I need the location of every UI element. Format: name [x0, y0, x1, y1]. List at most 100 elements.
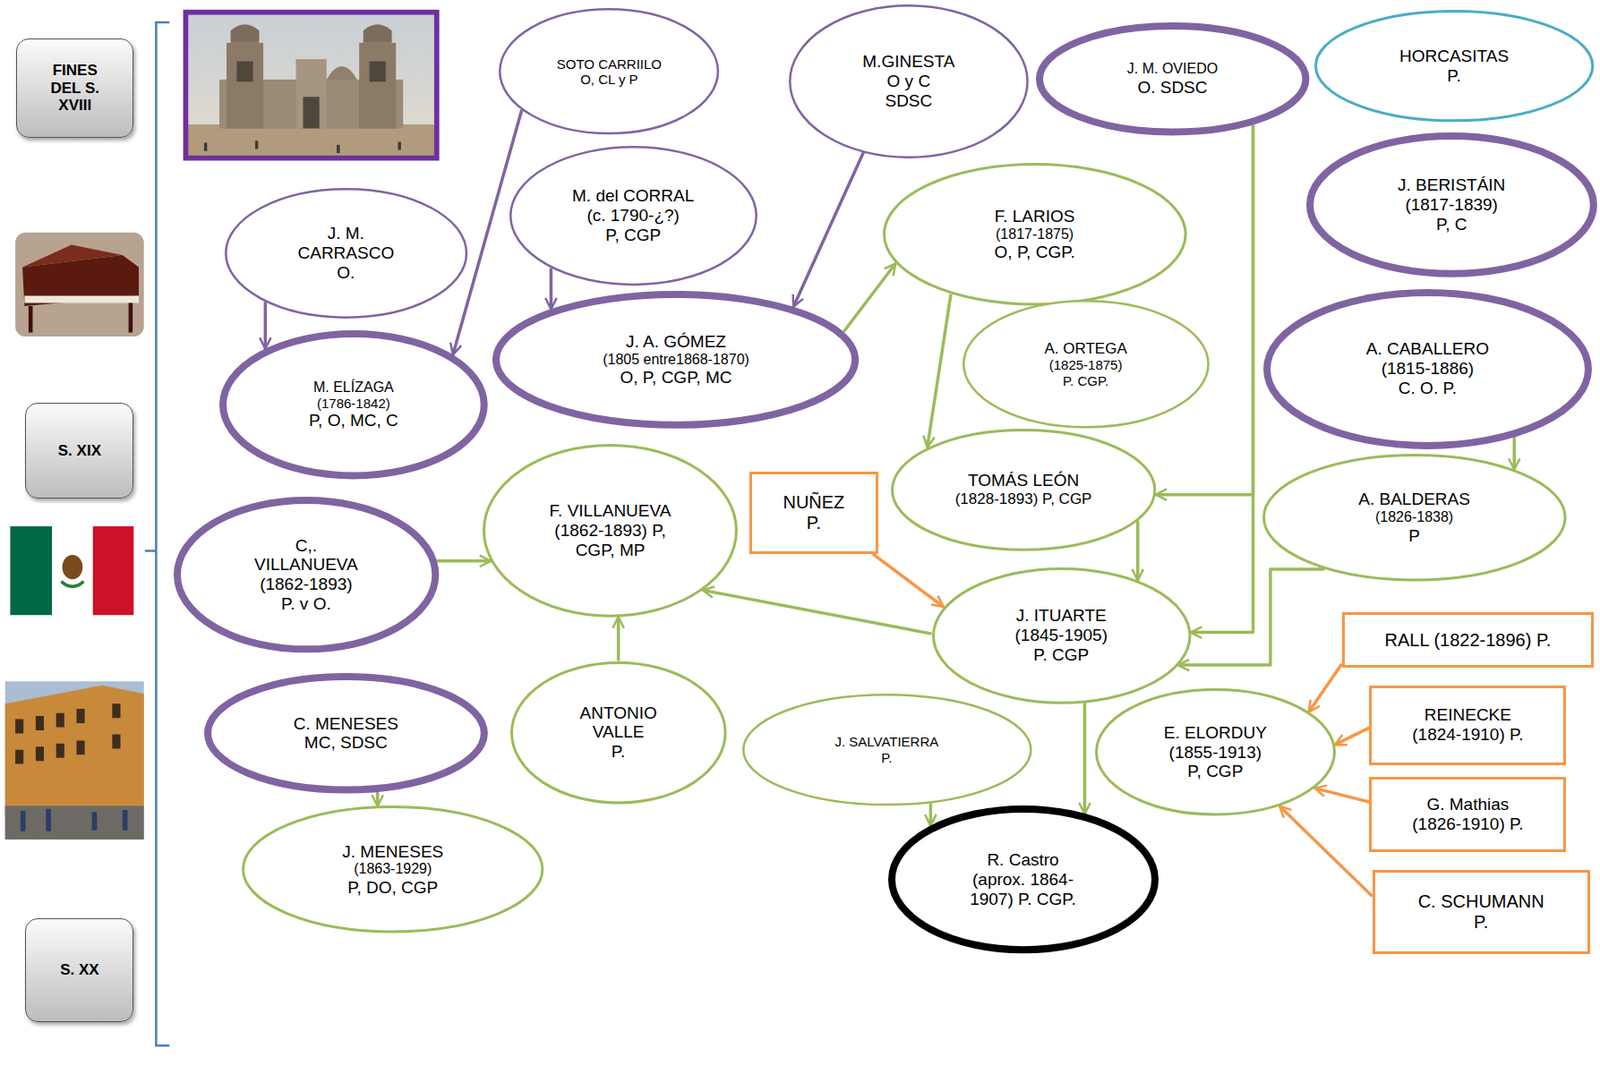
lineage-arrow [549, 268, 554, 310]
composer-ellipse: C,. VILLANUEVA(1862-1893)P. v O. [173, 496, 439, 653]
node-detail: (1863-1929) [353, 861, 432, 878]
lineage-arrow [1155, 124, 1254, 495]
composer-ellipse: A. CABALLERO(1815-1886)C. O. P. [1263, 289, 1592, 450]
teacher-box: RALL (1822-1896) P. [1342, 612, 1594, 669]
node-title: J. SALVATIERRA [834, 734, 939, 750]
composer-ellipse: TOMÁS LEÓN(1828-1893) P, CGP [890, 428, 1156, 552]
building-facade [5, 685, 145, 817]
node-content: J. MENESES(1863-1929)P, DO, CGP [342, 842, 444, 899]
node-content: ANTONIO VALLEP. [573, 703, 664, 763]
node-content: RALL (1822-1896) P. [1385, 630, 1552, 651]
node-content: A. ORTEGA(1825-1875)P. CGP. [1043, 340, 1127, 389]
piano-legs [30, 302, 131, 333]
lineage-arrow [1314, 788, 1369, 803]
node-title: F. VILLANUEVA [549, 501, 672, 522]
node-detail: (1815-1886) [1381, 359, 1475, 379]
composer-ellipse: J. M. CARRASCOO. [224, 188, 468, 319]
street-people [20, 809, 129, 832]
node-title: RALL (1822-1896) P. [1385, 630, 1552, 651]
ellipse-shape [225, 188, 467, 317]
piano-photo [15, 232, 145, 337]
node-content: NUÑEZP. [782, 492, 845, 534]
flag-green [9, 526, 52, 616]
node-title: A. ORTEGA [1043, 340, 1127, 359]
composer-ellipse: SOTO CARRIILOO, CL y P [498, 8, 719, 135]
node-detail: (1817-1839) [1404, 195, 1498, 215]
building-windows [15, 703, 120, 764]
composer-ellipse: R. Castro(aprox. 1864-1907) P. CGP. [888, 805, 1159, 954]
node-detail: P [1408, 526, 1421, 547]
node-detail: SDSC [884, 91, 933, 112]
composer-ellipse: J. SALVATIERRAP. [742, 693, 1033, 806]
node-content: E. ELORDUY(1855-1913)P, CGP [1163, 723, 1267, 783]
node-detail: (1862-1893) [259, 574, 353, 595]
composer-ellipse: A. BALDERAS(1826-1838)P [1262, 453, 1567, 582]
node-title: R. Castro [986, 850, 1059, 871]
composer-ellipse: J. A. GÓMEZ(1805 entre1868-1870)O, P, CG… [492, 290, 859, 429]
node-content: J. SALVATIERRAP. [834, 734, 939, 766]
ellipse-shape [500, 8, 719, 134]
node-detail: C. O. P. [1398, 378, 1457, 399]
painting-frame [185, 12, 437, 159]
node-content: R. Castro(aprox. 1864-1907) P. CGP. [960, 850, 1087, 910]
node-detail: P. CGP [1033, 645, 1089, 666]
node-content: J. BERISTÁIN(1817-1839)P, C [1397, 175, 1506, 235]
teacher-box: REINECKE(1824-1910) P. [1368, 685, 1566, 766]
node-detail: O, P, CGP. [994, 242, 1076, 263]
ellipse-shape [484, 444, 737, 617]
ellipse-shape [1266, 292, 1589, 446]
node-title: J. BERISTÁIN [1397, 175, 1506, 196]
composer-ellipse: M. del CORRAL(c. 1790-¿?)P, CGP [509, 145, 758, 286]
ellipse-shape [511, 662, 726, 804]
node-detail: P. [1473, 912, 1489, 933]
node-title: S. XX [59, 961, 99, 980]
node-content: J. M. CARRASCOO. [296, 223, 395, 283]
composer-ellipse: M. ELÍZAGA(1786-1842)P, O, MC, C [219, 330, 488, 480]
node-title: M.GINESTA [862, 51, 955, 72]
photo-background [15, 232, 145, 337]
node-title: SOTO CARRIILO [556, 56, 662, 72]
lineage-arrow [929, 803, 933, 826]
street-photo [5, 681, 145, 840]
node-detail: O. [336, 263, 355, 283]
node-title: REINECKE [1424, 705, 1512, 726]
lineage-arrow [453, 110, 522, 356]
composer-ellipse: A. ORTEGA(1825-1875)P. CGP. [962, 299, 1210, 429]
node-title: E. ELORDUY [1163, 723, 1267, 744]
node-title: C,. VILLANUEVA [248, 536, 365, 576]
node-title: G. Mathias [1426, 795, 1509, 815]
node-title: A. BALDERAS [1358, 489, 1471, 510]
node-detail: P. [881, 750, 892, 766]
bell-tower-top [231, 24, 260, 43]
ellipse-shape [496, 294, 856, 426]
node-content: C,. VILLANUEVA(1862-1893)P. v O. [248, 536, 365, 615]
period-box: S. XIX [25, 402, 134, 499]
node-content: F. VILLANUEVA(1862-1893) P, CGP, MP [543, 501, 678, 561]
node-title: NUÑEZ [782, 492, 845, 514]
lineage-arrow [843, 263, 896, 332]
node-content: C. MENESESMC, SDSC [293, 714, 399, 754]
node-detail: P. [611, 742, 626, 762]
node-title: S. XIX [58, 442, 102, 461]
period-box: FINES DEL S. XVIII [16, 38, 134, 138]
piano-lid [22, 245, 123, 268]
ellipse-shape [932, 568, 1190, 703]
node-title: ANTONIO VALLE [573, 703, 664, 744]
cathedral-openings [236, 60, 386, 129]
teacher-box: NUÑEZP. [749, 471, 880, 555]
teacher-box: C. SCHUMANNP. [1372, 870, 1591, 954]
timeline-bracket [145, 22, 170, 1046]
ellipse-shape [1039, 25, 1306, 133]
lineage-arrow [264, 301, 268, 350]
node-detail: (1786-1842) [316, 395, 391, 411]
ellipse-shape [743, 694, 1031, 805]
node-content: A. CABALLERO(1815-1886)C. O. P. [1366, 339, 1489, 399]
node-title: F. LARIOS [994, 206, 1076, 227]
mexican-flag [9, 526, 134, 616]
node-detail: P, CGP [1187, 761, 1243, 782]
node-title: J. M. CARRASCO [296, 223, 395, 264]
node-detail: (c. 1790-¿?) [586, 205, 679, 226]
lineage-arrow [1178, 569, 1326, 666]
node-detail: (1805 entre1868-1870) [602, 351, 750, 368]
